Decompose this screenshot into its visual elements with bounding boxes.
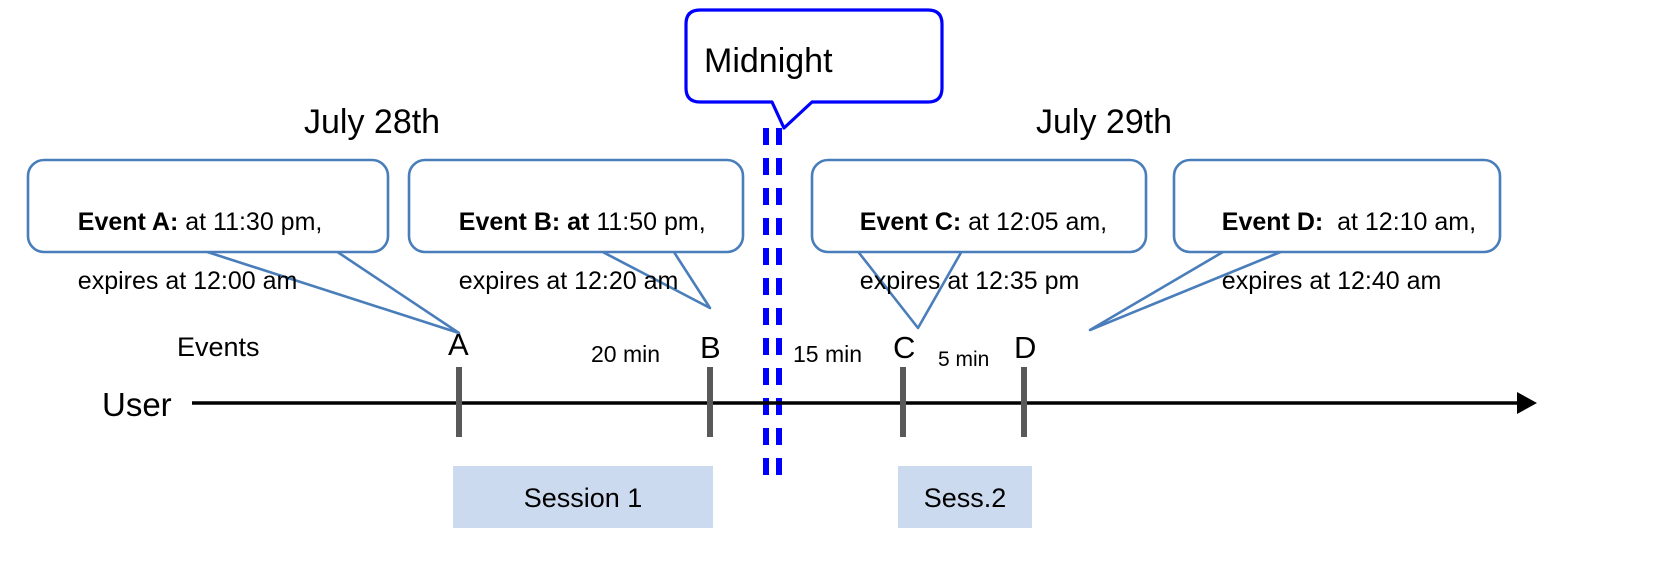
callout-b-rest: 11:50 pm, xyxy=(589,207,706,236)
callout-c-text: Event C: at 12:05 am, expires at 12:35 p… xyxy=(832,178,1142,326)
gap-label-ab: 20 min xyxy=(591,341,661,367)
tick-label-b: B xyxy=(700,330,721,365)
tick-label-a: A xyxy=(448,327,469,362)
tick-label-c: C xyxy=(893,330,916,365)
session-1-label: Session 1 xyxy=(523,483,643,513)
session-2-box: Sess.2 xyxy=(898,466,1032,528)
callout-b-bold: Event B: at xyxy=(458,207,590,236)
callout-d-rest: at 12:10 am, xyxy=(1323,207,1477,236)
date-header-july-29: July 29th xyxy=(1036,103,1173,141)
callout-a-rest: at 11:30 pm, xyxy=(178,207,323,236)
callout-b-text: Event B: at 11:50 pm, expires at 12:20 a… xyxy=(431,178,741,326)
tick-label-d: D xyxy=(1014,330,1037,365)
callout-c-bold: Event C: xyxy=(859,207,962,236)
session-2-label: Sess.2 xyxy=(923,483,1007,513)
callout-b-box xyxy=(407,158,745,254)
date-header-july-28: July 28th xyxy=(304,103,441,141)
callout-c-line2: expires at 12:35 pm xyxy=(859,266,1080,295)
callout-d-text: Event D: at 12:10 am, expires at 12:40 a… xyxy=(1194,178,1500,326)
midnight-label: Midnight xyxy=(704,42,833,80)
callout-a-text: Event A: at 11:30 pm, expires at 12:00 a… xyxy=(50,178,380,326)
callout-d-box xyxy=(1172,158,1502,254)
user-row-label: User xyxy=(102,386,172,423)
callout-a-bold: Event A: xyxy=(77,207,179,236)
callout-a-box xyxy=(26,158,390,254)
events-row-label: Events xyxy=(177,332,260,362)
callout-c-rest: at 12:05 am, xyxy=(961,207,1108,236)
gap-label-cd: 5 min xyxy=(938,348,990,371)
midnight-callout-shape xyxy=(684,8,944,130)
callout-d-bold: Event D: xyxy=(1221,207,1324,236)
timeline-arrowhead xyxy=(1517,392,1537,414)
callout-a-line2: expires at 12:00 am xyxy=(77,266,298,295)
callout-d-line2: expires at 12:40 am xyxy=(1221,266,1442,295)
callout-b-line2: expires at 12:20 am xyxy=(458,266,679,295)
gap-label-bc: 15 min xyxy=(793,341,863,367)
session-1-box: Session 1 xyxy=(453,466,713,528)
callout-c-box xyxy=(810,158,1148,254)
